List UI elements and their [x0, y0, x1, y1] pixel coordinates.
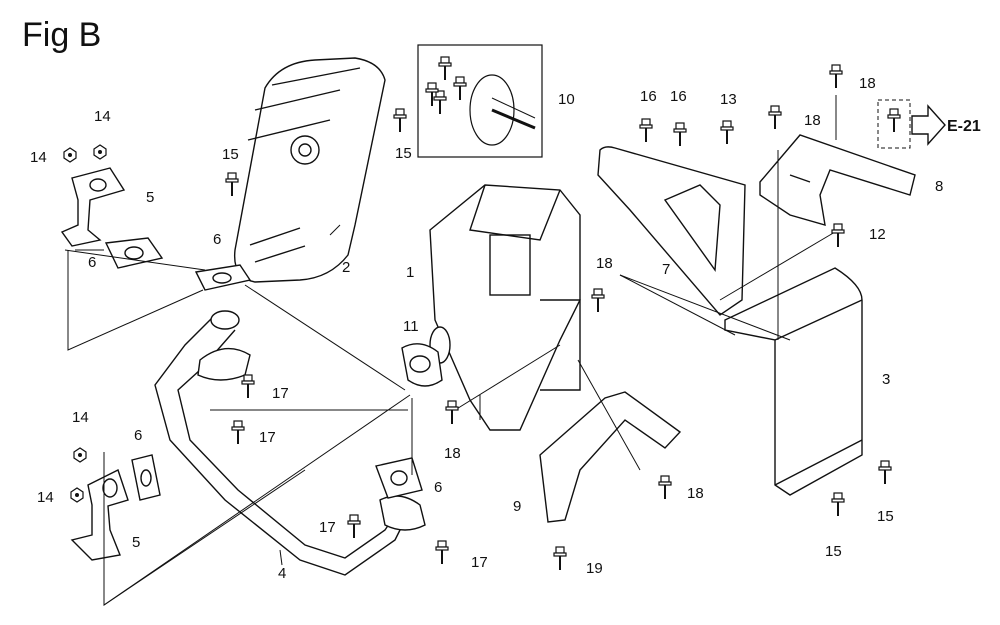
callout-1: 1	[406, 264, 414, 281]
callout-18a: 18	[859, 75, 876, 92]
callout-12: 12	[869, 226, 886, 243]
callout-17d: 17	[471, 554, 488, 571]
exhaust-pipe-part-4	[154, 310, 426, 576]
callout-5b: 5	[132, 534, 140, 551]
elbow-part-5-lower	[70, 469, 129, 561]
gasket-part-6-d	[131, 454, 161, 501]
callout-19a: 18	[687, 485, 704, 502]
callout-8: 8	[935, 178, 943, 195]
callout-6a: 6	[213, 231, 221, 248]
callout-18b: 18	[804, 112, 821, 129]
callout-7: 7	[662, 261, 670, 278]
gasket-part-6-c	[375, 457, 423, 499]
callout-16a: 16	[640, 88, 657, 105]
callout-14b: 14	[30, 149, 47, 166]
callout-3: 3	[882, 371, 890, 388]
callout-16b: 16	[670, 88, 687, 105]
bracket-part-9	[539, 391, 682, 523]
callout-6d: 6	[434, 479, 442, 496]
callout-17c: 17	[319, 519, 336, 536]
callout-2: 2	[342, 259, 350, 276]
callout-10: 10	[558, 91, 575, 108]
clamp-part-11	[401, 343, 443, 387]
callout-9: 9	[513, 498, 521, 515]
callout-15c: 15	[877, 508, 894, 525]
reference-box: E-21	[877, 99, 981, 149]
callout-18c: 18	[596, 255, 613, 272]
gasket-part-6-b	[104, 237, 164, 269]
callout-14a: 14	[94, 108, 111, 125]
bracket-part-8	[759, 134, 916, 226]
callout-18d: 18	[444, 445, 461, 462]
reference-label: E-21	[947, 118, 981, 135]
callout-13: 13	[720, 91, 737, 108]
gasket-part-6-a	[194, 264, 252, 291]
callout-4: 4	[278, 565, 286, 582]
callout-15b: 15	[395, 145, 412, 162]
callout-14c: 14	[72, 409, 89, 426]
callout-15a: 15	[222, 146, 239, 163]
bracket-part-10	[417, 44, 543, 158]
figure-title: Fig B	[22, 16, 102, 54]
callout-14d: 14	[37, 489, 54, 506]
callout-17a: 17	[272, 385, 289, 402]
heat-shield-part-3	[724, 267, 863, 496]
muffler-part-1	[429, 184, 581, 431]
callout-19b: 19	[586, 560, 603, 577]
callout-5a: 5	[146, 189, 154, 206]
bracket-part-7	[597, 146, 746, 316]
callout-15d: 15	[825, 543, 842, 560]
callout-11: 11	[403, 318, 419, 335]
muffler-shield-part-2	[233, 57, 386, 283]
callout-6c: 6	[134, 427, 142, 444]
callout-6b: 6	[88, 254, 96, 271]
leader-lines	[64, 95, 837, 606]
elbow-part-5-upper	[60, 167, 126, 247]
callout-17b: 17	[259, 429, 276, 446]
